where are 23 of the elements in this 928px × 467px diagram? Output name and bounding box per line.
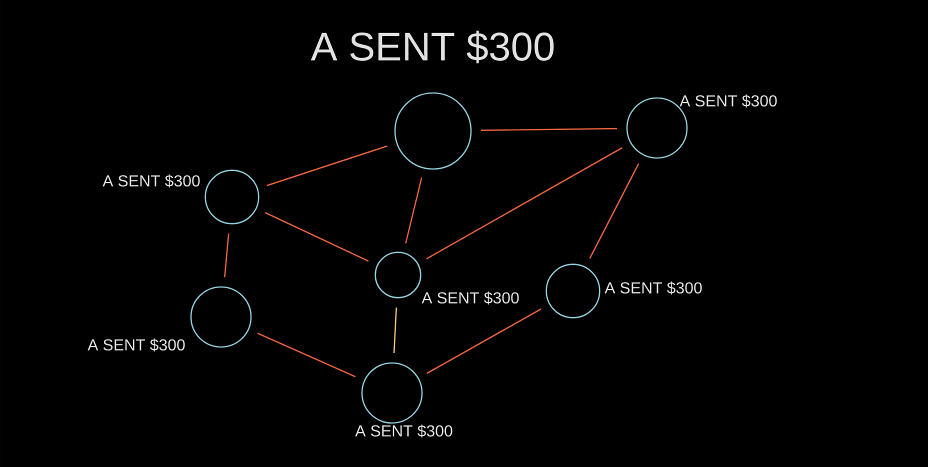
title: A SENT $300 [310,30,554,64]
connector-line [264,212,369,262]
connector-line [224,233,230,278]
node-circle [394,92,472,170]
connector-line [481,128,618,132]
connector-line [589,163,640,259]
node-circle [190,286,252,348]
node-label: A SENT $300 [102,174,200,188]
connector-line [426,308,542,374]
connector-line [426,147,623,260]
connector-line [257,332,356,378]
node-label: A SENT $300 [604,282,702,294]
node-circle [374,252,422,298]
node-label: A SENT $300 [422,292,519,304]
node-label: A SENT $300 [680,94,777,108]
connector-line [393,308,398,354]
node-circle [204,170,260,224]
connector-line [266,145,388,186]
node-circle [546,264,600,318]
node-circle [361,362,423,424]
connector-line [405,177,422,244]
node-label: A SENT $300 [88,338,185,352]
node-label: A SENT $300 [355,424,452,438]
